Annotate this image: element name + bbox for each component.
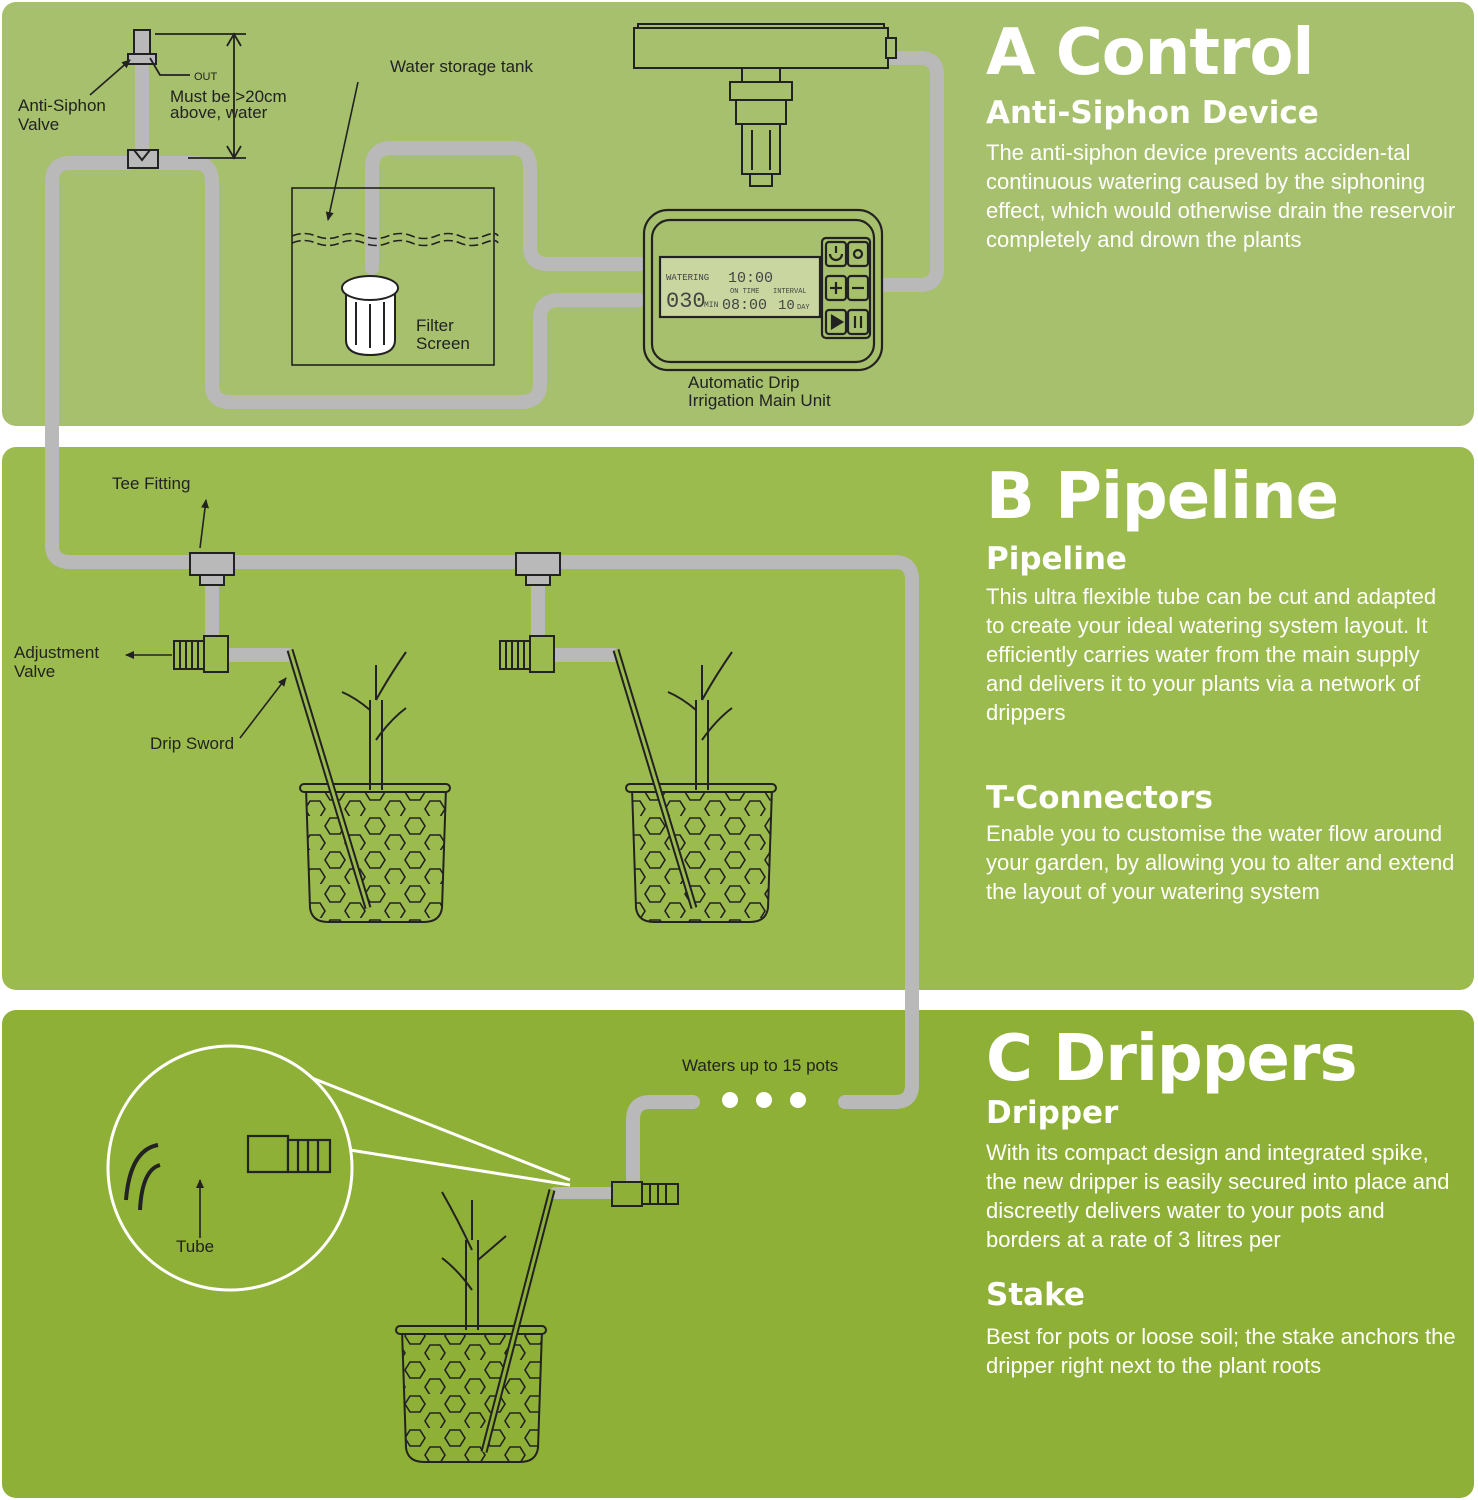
height-note-line2: above, water (170, 103, 268, 122)
section-b-subtitle2: T-Connectors (986, 780, 1213, 816)
continuation-dots (722, 1092, 806, 1108)
lcd-on-time: ON TIME (730, 288, 759, 296)
section-c-text: C Drippers Dripper With its compact desi… (986, 1024, 1456, 1380)
adjustment-valve-icon-2 (499, 635, 555, 673)
tank-label: Water storage tank (390, 57, 533, 76)
filter-screen-icon (341, 275, 399, 357)
dripper-feed (626, 1095, 700, 1192)
section-c-body: With its compact design and integrated s… (986, 1140, 1450, 1252)
anti-siphon-label-line2: Valve (18, 115, 59, 134)
plant-pot-3 (395, 1189, 556, 1463)
anti-siphon-valve-icon (127, 29, 157, 65)
section-a-body: The anti-siphon device prevents acciden-… (986, 140, 1456, 252)
lcd-top-time: 10:00 (728, 270, 773, 287)
section-c-subtitle2: Stake (986, 1277, 1085, 1313)
height-note-line1: Must be >20cm (170, 87, 287, 106)
lcd-watering: WATERING (666, 273, 709, 283)
main-trunk (45, 156, 919, 1109)
adjustment-valve-label-line2: Valve (14, 662, 55, 681)
section-c-body2: Best for pots or loose soil; the stake a… (986, 1324, 1456, 1378)
return-loop (153, 156, 655, 409)
section-a-subtitle: Anti-Siphon Device (986, 95, 1319, 131)
plant-pot-1 (286, 648, 451, 923)
section-b-text: B Pipeline Pipeline This ultra flexible … (986, 462, 1456, 906)
tee-label: Tee Fitting (112, 474, 190, 493)
lcd-interval-value: 10 (778, 298, 795, 314)
section-b-subtitle: Pipeline (986, 541, 1127, 577)
plant-pot-2 (612, 648, 777, 923)
section-b-body2: Enable you to customise the water flow a… (986, 821, 1455, 904)
main-unit-icon (642, 208, 884, 372)
lcd-duration-unit: MIN (704, 301, 719, 310)
upper-tee-icon (127, 149, 159, 169)
adjustment-valve-icon (173, 635, 229, 673)
section-c-title: C Drippers (986, 1022, 1358, 1096)
section-a-title: A Control (986, 16, 1314, 90)
section-b-title: B Pipeline (986, 460, 1339, 534)
section-a-text: A Control Anti-Siphon Device The anti-si… (986, 18, 1456, 254)
filter-label-line1: Filter (416, 316, 454, 335)
drip-sword-label: Drip Sword (150, 734, 234, 753)
tube-label: Tube (176, 1237, 214, 1256)
lcd-interval: INTERVAL (773, 288, 807, 296)
filter-label-line2: Screen (416, 334, 470, 353)
height-dimension (149, 32, 246, 160)
section-c-subtitle: Dripper (986, 1095, 1119, 1131)
lcd-display: WATERING 10:00 030 MIN ON TIME INTERVAL … (666, 270, 810, 314)
lcd-interval-unit: DAY (797, 304, 810, 312)
tee-fitting-icon (189, 552, 235, 586)
tee-fitting-icon-2 (515, 552, 561, 586)
tank-suction (365, 141, 655, 275)
pots-capacity-label: Waters up to 15 pots (682, 1056, 838, 1075)
unit-label-line1: Automatic Drip (688, 373, 799, 392)
lcd-duration: 030 (666, 289, 706, 314)
unit-label-line2: Irrigation Main Unit (688, 391, 831, 410)
sensor-cable (873, 51, 944, 292)
lcd-bottom-time: 08:00 (722, 297, 767, 314)
section-b-body: This ultra flexible tube can be cut and … (986, 584, 1437, 725)
out-label: OUT (194, 71, 218, 83)
adjustment-valve-label-line1: Adjustment (14, 643, 99, 662)
magnified-valve-icon (124, 1134, 332, 1211)
solar-panel-icon (633, 23, 897, 187)
magnifier-detail (106, 1044, 571, 1292)
anti-siphon-label-line1: Anti-Siphon (18, 96, 106, 115)
water-tank (291, 187, 499, 366)
dripper-valve-icon (611, 1181, 679, 1207)
